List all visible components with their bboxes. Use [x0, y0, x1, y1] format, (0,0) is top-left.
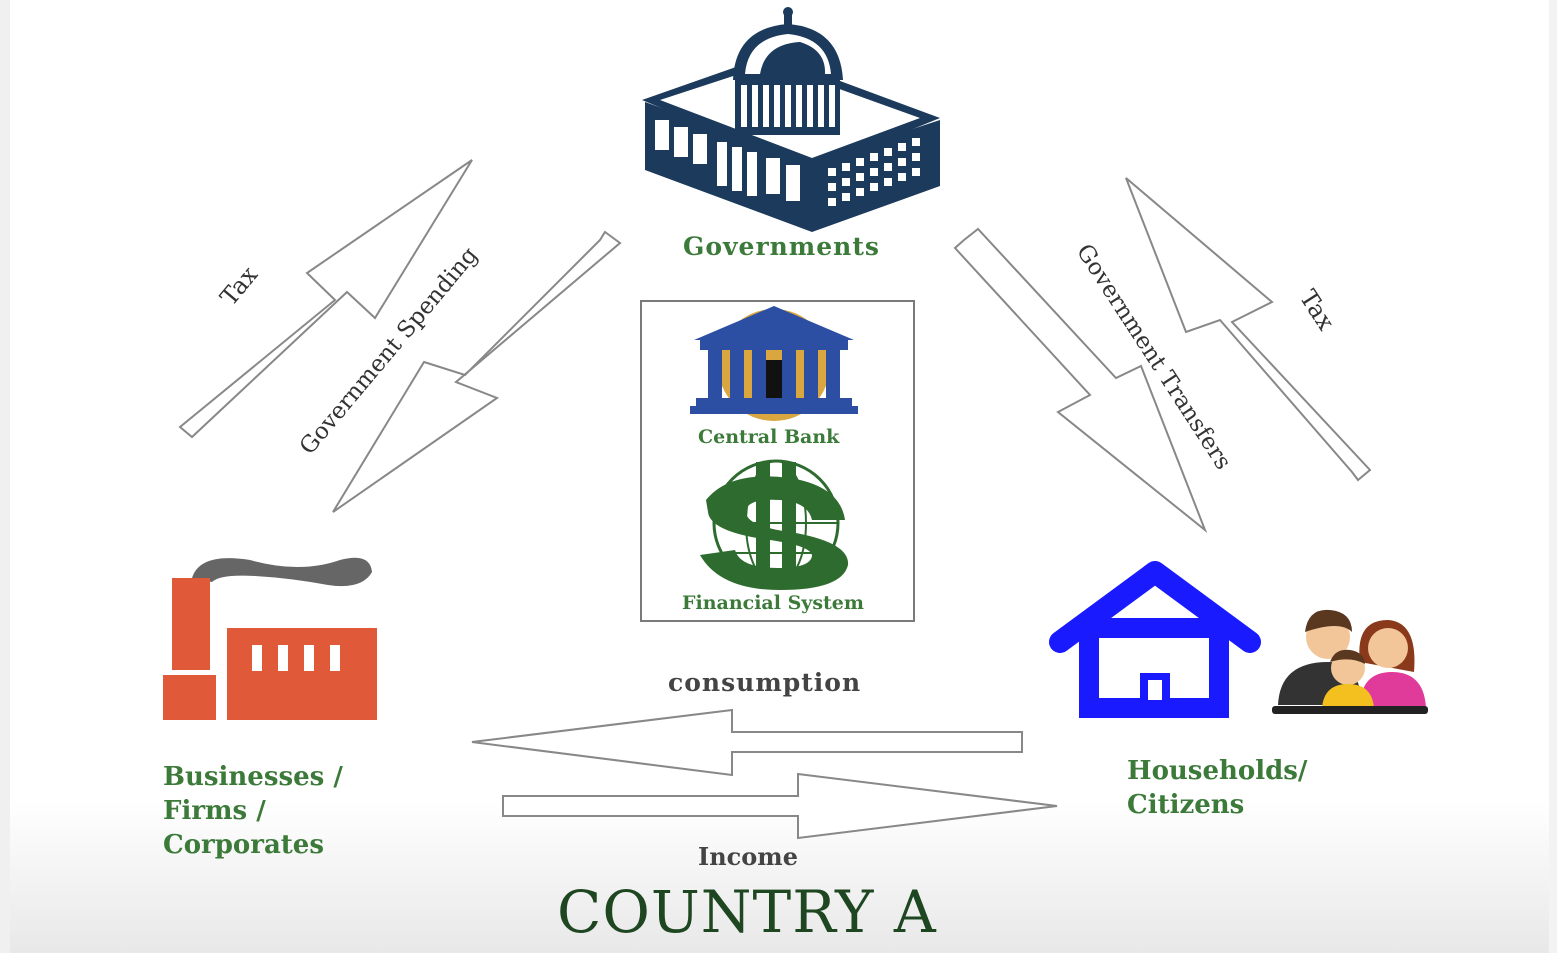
family-icon [1272, 609, 1428, 714]
households-line-2: Citizens [1127, 790, 1245, 820]
government-building-icon [642, 7, 940, 232]
arrow-government-spending [332, 230, 622, 513]
arrow-government-transfers [953, 227, 1208, 534]
arrow-consumption [471, 708, 1023, 777]
right-edge [1549, 0, 1557, 953]
central-bank-label: Central Bank [698, 426, 840, 448]
households-label: Households/ Citizens [1127, 754, 1307, 822]
households-line-1: Households/ [1127, 756, 1308, 786]
factory-icon [163, 557, 377, 720]
financial-system-label: Financial System [682, 592, 865, 614]
businesses-line-3: Corporates [163, 830, 324, 860]
arrow-tax-right [1125, 177, 1372, 482]
consumption-label: consumption [668, 668, 862, 697]
businesses-line-1: Businesses / [163, 762, 343, 792]
businesses-label: Businesses / Firms / Corporates [163, 760, 343, 862]
governments-label: Governments [683, 232, 880, 261]
house-icon [1049, 561, 1261, 718]
arrow-income [502, 772, 1058, 840]
country-title: COUNTRY A [557, 878, 937, 946]
central-bank-icon [690, 306, 858, 421]
arrow-tax-left [178, 159, 473, 439]
dollar-globe-icon [700, 459, 849, 590]
businesses-line-2: Firms / [163, 796, 266, 826]
left-edge [0, 0, 10, 953]
income-label: Income [698, 842, 798, 871]
